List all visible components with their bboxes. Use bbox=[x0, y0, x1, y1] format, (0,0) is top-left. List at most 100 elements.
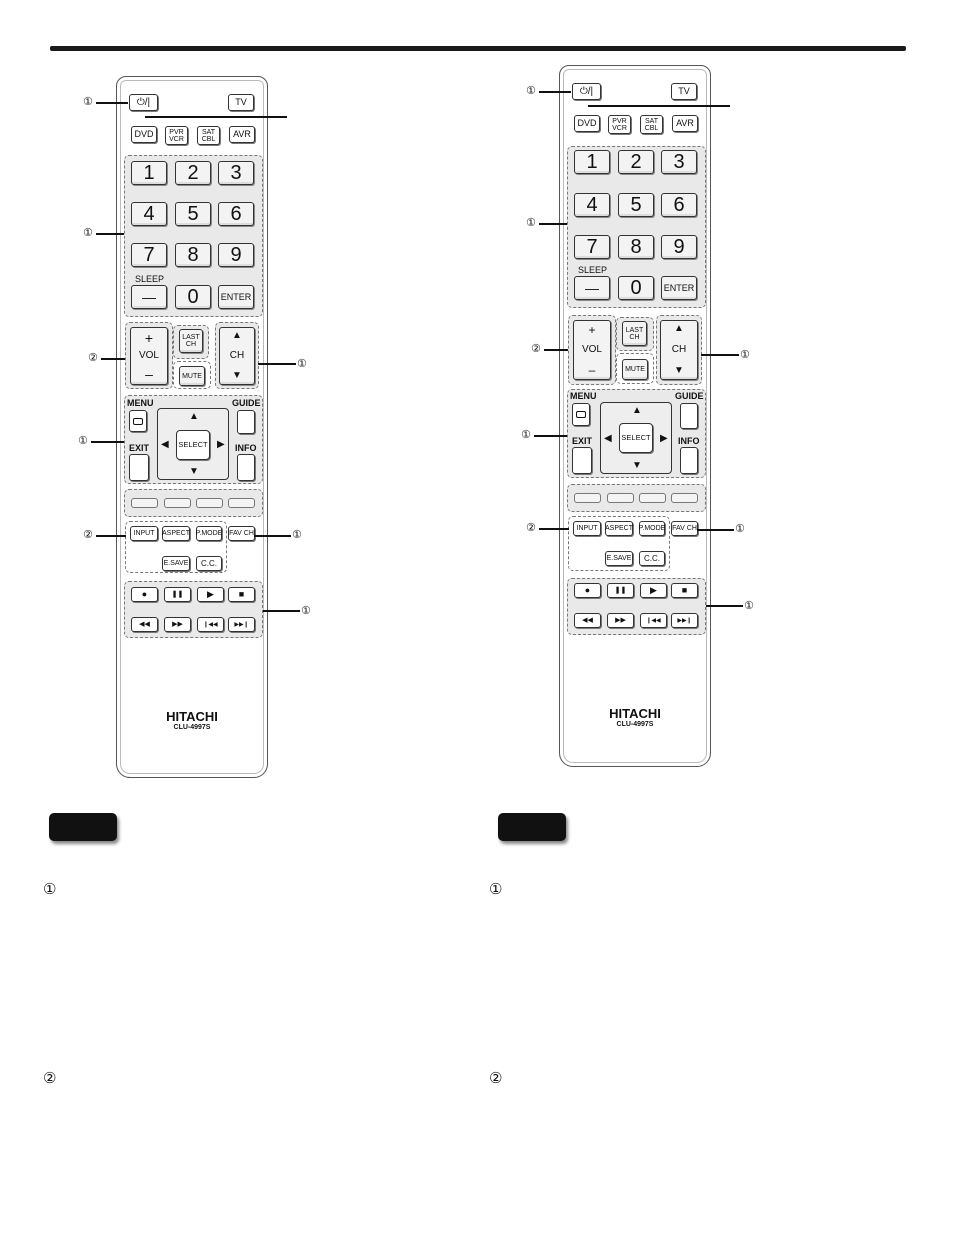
rewind-button[interactable]: ◀◀ bbox=[574, 613, 601, 628]
color-key-3[interactable] bbox=[639, 493, 666, 503]
record-button[interactable]: ● bbox=[574, 583, 601, 598]
sat-cbl-button[interactable]: SAT CBL bbox=[640, 115, 663, 134]
digit-0-button[interactable]: 0 bbox=[618, 276, 654, 300]
volume-rocker[interactable]: + VOL – bbox=[130, 327, 168, 385]
fast-forward-button[interactable]: ▶▶ bbox=[607, 613, 634, 628]
color-key-2[interactable] bbox=[607, 493, 634, 503]
digit-6-button[interactable]: 6 bbox=[661, 193, 697, 217]
digit-2-button[interactable]: 2 bbox=[618, 150, 654, 174]
vol-plus[interactable]: + bbox=[144, 330, 154, 346]
next-track-button[interactable]: ▶▶❙ bbox=[671, 613, 698, 628]
pmode-button[interactable]: P.MODE bbox=[196, 526, 222, 541]
sleep-dash-button[interactable]: — bbox=[574, 276, 610, 300]
power-button[interactable]: ⏻/| bbox=[129, 94, 158, 111]
input-button[interactable]: INPUT bbox=[130, 526, 158, 541]
right-arrow-icon[interactable]: ▶ bbox=[660, 433, 668, 444]
menu-button[interactable] bbox=[572, 403, 590, 426]
vol-minus[interactable]: – bbox=[145, 366, 153, 382]
pmode-button[interactable]: P.MODE bbox=[639, 521, 665, 536]
play-button[interactable]: ▶ bbox=[197, 587, 224, 602]
prev-track-button[interactable]: ❙◀◀ bbox=[197, 617, 224, 632]
digit-4-button[interactable]: 4 bbox=[574, 193, 610, 217]
info-button[interactable] bbox=[680, 447, 698, 474]
prev-track-button[interactable]: ❙◀◀ bbox=[640, 613, 667, 628]
exit-button[interactable] bbox=[572, 447, 592, 474]
ch-down-icon[interactable]: ▼ bbox=[674, 365, 684, 376]
digit-3-button[interactable]: 3 bbox=[661, 150, 697, 174]
volume-rocker[interactable]: + VOL – bbox=[573, 320, 611, 380]
cc-button[interactable]: C.C. bbox=[639, 551, 665, 566]
digit-5-button[interactable]: 5 bbox=[618, 193, 654, 217]
esave-button[interactable]: E.SAVE bbox=[605, 551, 633, 566]
aspect-button[interactable]: ASPECT bbox=[162, 526, 190, 541]
tv-button[interactable]: TV bbox=[671, 83, 697, 100]
color-key-1[interactable] bbox=[131, 498, 158, 508]
avr-button[interactable]: AVR bbox=[672, 115, 698, 132]
ch-up-icon[interactable]: ▲ bbox=[232, 330, 242, 341]
digit-1-button[interactable]: 1 bbox=[574, 150, 610, 174]
select-button[interactable]: SELECT bbox=[619, 423, 653, 453]
digit-9-button[interactable]: 9 bbox=[661, 235, 697, 259]
up-arrow-icon[interactable]: ▲ bbox=[189, 411, 199, 422]
play-button[interactable]: ▶ bbox=[640, 583, 667, 598]
sleep-dash-button[interactable]: — bbox=[131, 285, 167, 309]
up-arrow-icon[interactable]: ▲ bbox=[632, 405, 642, 416]
pause-button[interactable]: ❚❚ bbox=[607, 583, 634, 598]
digit-0-button[interactable]: 0 bbox=[175, 285, 211, 309]
fast-forward-button[interactable]: ▶▶ bbox=[164, 617, 191, 632]
stop-button[interactable]: ■ bbox=[228, 587, 255, 602]
sat-cbl-button[interactable]: SAT CBL bbox=[197, 126, 220, 145]
digit-4-button[interactable]: 4 bbox=[131, 202, 167, 226]
digit-7-button[interactable]: 7 bbox=[574, 235, 610, 259]
digit-8-button[interactable]: 8 bbox=[175, 243, 211, 267]
color-key-4[interactable] bbox=[671, 493, 698, 503]
dvd-button[interactable]: DVD bbox=[131, 126, 157, 143]
digit-8-button[interactable]: 8 bbox=[618, 235, 654, 259]
enter-button[interactable]: ENTER bbox=[218, 285, 254, 309]
channel-rocker[interactable]: ▲ CH ▼ bbox=[660, 320, 698, 380]
right-arrow-icon[interactable]: ▶ bbox=[217, 439, 225, 450]
last-ch-button[interactable]: LAST CH bbox=[622, 321, 647, 346]
pvr-vcr-button[interactable]: PVR VCR bbox=[165, 126, 188, 145]
digit-6-button[interactable]: 6 bbox=[218, 202, 254, 226]
tv-button[interactable]: TV bbox=[228, 94, 254, 111]
next-track-button[interactable]: ▶▶❙ bbox=[228, 617, 255, 632]
pvr-vcr-button[interactable]: PVR VCR bbox=[608, 115, 631, 134]
last-ch-button[interactable]: LAST CH bbox=[179, 329, 203, 353]
fav-ch-button[interactable]: FAV CH bbox=[671, 521, 698, 536]
power-button[interactable]: ⏻/| bbox=[572, 83, 601, 100]
ch-down-icon[interactable]: ▼ bbox=[232, 370, 242, 381]
vol-plus[interactable]: + bbox=[588, 323, 596, 337]
color-key-4[interactable] bbox=[228, 498, 255, 508]
pause-button[interactable]: ❚❚ bbox=[164, 587, 191, 602]
down-arrow-icon[interactable]: ▼ bbox=[632, 460, 642, 471]
left-arrow-icon[interactable]: ◀ bbox=[161, 439, 169, 450]
guide-button[interactable] bbox=[237, 410, 255, 434]
digit-9-button[interactable]: 9 bbox=[218, 243, 254, 267]
digit-7-button[interactable]: 7 bbox=[131, 243, 167, 267]
stop-button[interactable]: ■ bbox=[671, 583, 698, 598]
ch-up-icon[interactable]: ▲ bbox=[674, 323, 684, 334]
channel-rocker[interactable]: ▲ CH ▼ bbox=[219, 327, 255, 385]
left-arrow-icon[interactable]: ◀ bbox=[604, 433, 612, 444]
digit-3-button[interactable]: 3 bbox=[218, 161, 254, 185]
menu-button[interactable] bbox=[129, 410, 147, 432]
record-button[interactable]: ● bbox=[131, 587, 158, 602]
input-button[interactable]: INPUT bbox=[573, 521, 601, 536]
esave-button[interactable]: E.SAVE bbox=[162, 556, 190, 571]
digit-2-button[interactable]: 2 bbox=[175, 161, 211, 185]
mute-button[interactable]: MUTE bbox=[622, 359, 648, 380]
enter-button[interactable]: ENTER bbox=[661, 276, 697, 300]
color-key-2[interactable] bbox=[164, 498, 191, 508]
cc-button[interactable]: C.C. bbox=[196, 556, 222, 571]
rewind-button[interactable]: ◀◀ bbox=[131, 617, 158, 632]
avr-button[interactable]: AVR bbox=[229, 126, 255, 143]
vol-minus[interactable]: – bbox=[588, 363, 596, 377]
color-key-3[interactable] bbox=[196, 498, 223, 508]
dvd-button[interactable]: DVD bbox=[574, 115, 600, 132]
digit-1-button[interactable]: 1 bbox=[131, 161, 167, 185]
color-key-1[interactable] bbox=[574, 493, 601, 503]
guide-button[interactable] bbox=[680, 403, 698, 429]
down-arrow-icon[interactable]: ▼ bbox=[189, 466, 199, 477]
mute-button[interactable]: MUTE bbox=[179, 366, 205, 386]
